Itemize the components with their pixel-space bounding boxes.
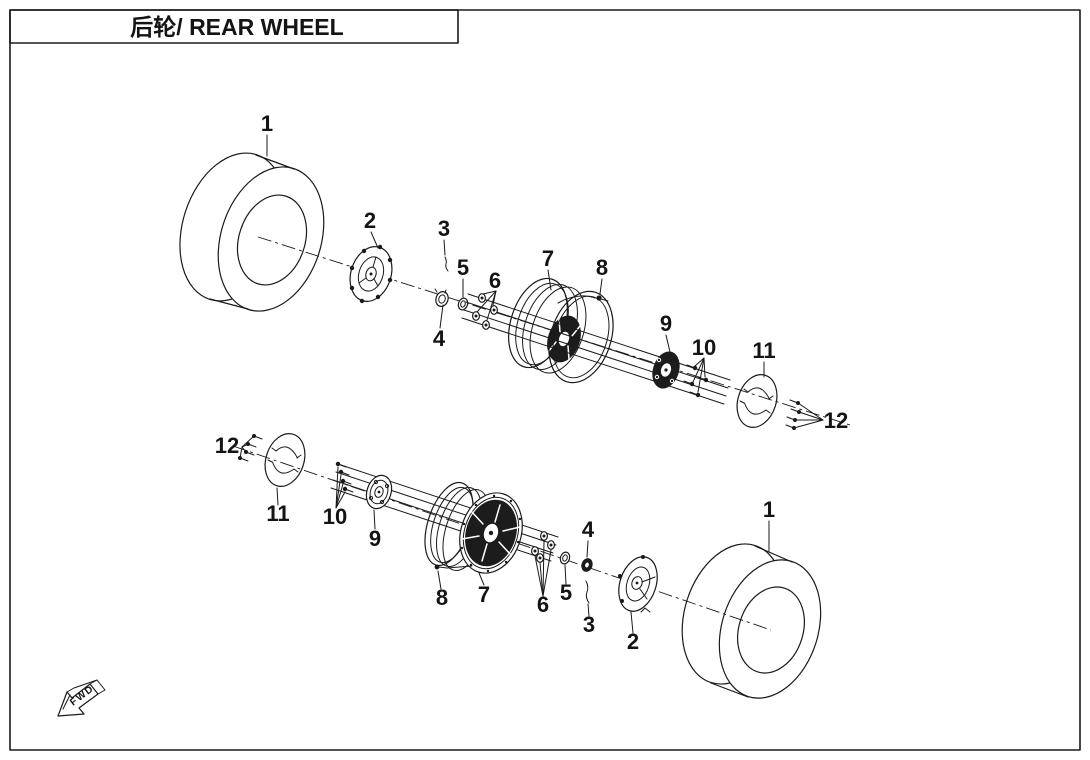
cap-screws-bottom [238, 434, 263, 462]
page-border [9, 9, 1081, 751]
callout-5-bottom: 5 [560, 580, 572, 605]
leader-lines-bottom [276, 466, 770, 634]
callout-2-top: 2 [364, 208, 376, 233]
hub-plate-bottom [618, 555, 658, 613]
cotter-pin-bottom [585, 580, 590, 604]
rim-barrel-bottom [424, 481, 490, 571]
washer-top [457, 297, 469, 311]
callout-1-top: 1 [261, 111, 273, 136]
callout-2-bottom: 2 [627, 629, 639, 654]
callout-7-bottom: 7 [478, 582, 490, 607]
cap-screws-top [785, 399, 824, 430]
callout-4-bottom: 4 [582, 517, 595, 542]
hub-bolts-top [683, 364, 709, 398]
hub-plate-top [349, 244, 393, 304]
valve-top [557, 295, 609, 304]
leader-lines-top [266, 134, 765, 393]
callout-3-bottom: 3 [583, 612, 595, 637]
callout-12-bottom: 12 [215, 433, 239, 458]
fwd-direction-indicator: FWD [57, 679, 106, 717]
callout-12-top: 12 [824, 408, 848, 433]
assembly-bottom: 12 11 10 9 7 8 6 5 4 3 2 1 [215, 433, 822, 699]
assembly-top: 1 2 3 4 5 6 7 8 9 10 11 12 [179, 111, 851, 433]
callout-5-top: 5 [457, 255, 469, 280]
callout-10-top: 10 [692, 335, 716, 360]
callout-6-bottom: 6 [537, 592, 549, 617]
rim-top [508, 277, 614, 384]
rim-face-bottom [459, 492, 523, 574]
callout-10-bottom: 10 [323, 504, 347, 529]
callout-9-bottom: 9 [369, 526, 381, 551]
wheel-hub-top [652, 351, 680, 389]
callout-3-top: 3 [438, 216, 450, 241]
castle-nut-top [434, 288, 449, 307]
diagram-title: 后轮/ REAR WHEEL [130, 14, 343, 40]
valve-bottom [434, 564, 473, 570]
retainer-cap-bottom [264, 433, 306, 487]
hub-bolts-bottom [335, 461, 354, 493]
hub-plate-studs-top [349, 244, 393, 304]
callout-8-top: 8 [596, 255, 608, 280]
stud-lines-bottom [330, 463, 559, 562]
title-box [9, 9, 459, 44]
castle-nut-bottom [581, 558, 593, 572]
callout-6-top: 6 [489, 268, 501, 293]
callout-9-top: 9 [660, 311, 672, 336]
retainer-cap-top [736, 374, 778, 428]
callout-4-top: 4 [433, 326, 446, 351]
lug-nuts-top [472, 293, 499, 330]
callout-11-top: 11 [752, 338, 775, 363]
callout-7-top: 7 [542, 246, 554, 271]
callout-1-bottom: 1 [763, 497, 775, 522]
tire-top [179, 152, 325, 312]
callout-8-bottom: 8 [436, 585, 448, 610]
lug-nuts-bottom [530, 531, 555, 563]
stud-lines-top [461, 293, 731, 405]
callout-11-bottom: 11 [266, 501, 289, 526]
tire-bottom [681, 543, 822, 699]
wheel-hub-bottom [365, 474, 393, 510]
cotter-pin-top [444, 256, 449, 272]
washer-bottom [559, 551, 571, 565]
